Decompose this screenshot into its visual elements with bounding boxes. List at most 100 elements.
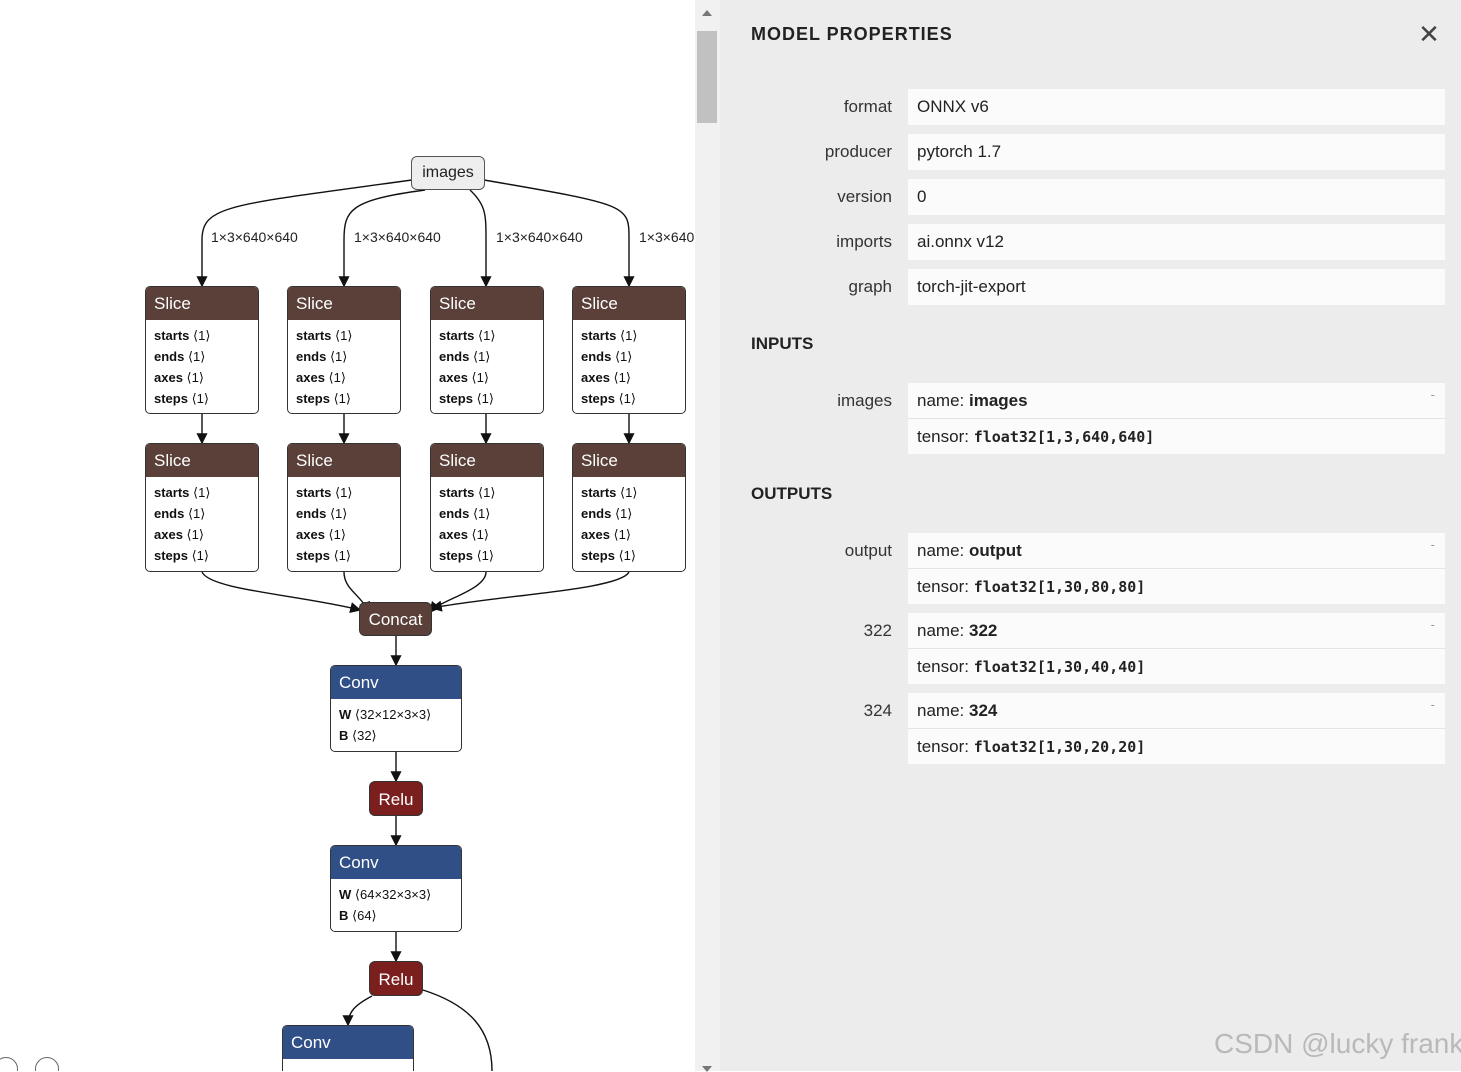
argument-tensor: tensor: float32[1,30,40,40] bbox=[917, 657, 1146, 676]
property-label: producer bbox=[824, 142, 892, 161]
output-argument: name: 322 - tensor: float32[1,30,40,40] bbox=[908, 613, 1445, 684]
node-attribute: axes ⟨1⟩ bbox=[296, 370, 346, 385]
node-attribute: steps ⟨1⟩ bbox=[296, 548, 351, 563]
node-title: Slice bbox=[146, 287, 258, 320]
model-properties-panel: MODEL PROPERTIES ✕ format ONNX v6 produc… bbox=[720, 0, 1461, 1071]
expand-button[interactable]: - bbox=[1430, 697, 1435, 712]
node-attribute: starts ⟨1⟩ bbox=[154, 485, 211, 500]
property-label: format bbox=[843, 97, 892, 116]
slice-node[interactable]: Slice starts ⟨1⟩ ends ⟨1⟩ axes ⟨1⟩ steps… bbox=[145, 286, 259, 414]
node-attribute: axes ⟨1⟩ bbox=[581, 527, 631, 542]
edge bbox=[342, 995, 373, 1027]
node-title: Conv bbox=[283, 1026, 413, 1059]
slice-node[interactable]: Slice starts ⟨1⟩ ends ⟨1⟩ axes ⟨1⟩ steps… bbox=[572, 286, 686, 414]
argument-name: name: 324 bbox=[917, 701, 998, 720]
node-title: Slice bbox=[146, 444, 258, 477]
node-attribute: starts ⟨1⟩ bbox=[581, 328, 638, 343]
node-attribute: steps ⟨1⟩ bbox=[296, 391, 351, 406]
node-title: Slice bbox=[288, 444, 400, 477]
slice-node[interactable]: Slice starts ⟨1⟩ ends ⟨1⟩ axes ⟨1⟩ steps… bbox=[430, 443, 544, 572]
argument-tensor: tensor: float32[1,30,80,80] bbox=[917, 577, 1146, 596]
node-attribute: axes ⟨1⟩ bbox=[296, 527, 346, 542]
node-attribute: axes ⟨1⟩ bbox=[154, 370, 204, 385]
relu-node[interactable]: Relu bbox=[369, 961, 423, 996]
node-title: Conv bbox=[331, 666, 461, 699]
node-attribute: W ⟨32×12×3×3⟩ bbox=[339, 707, 432, 722]
output-argument: name: 324 - tensor: float32[1,30,20,20] bbox=[908, 693, 1445, 764]
edge bbox=[430, 571, 630, 612]
property-value: 0 bbox=[908, 179, 1445, 215]
argument-tensor: tensor: float32[1,3,640,640] bbox=[917, 427, 1155, 446]
outputs-heading: OUTPUTS bbox=[751, 484, 833, 503]
input-argument: name: images - tensor: float32[1,3,640,6… bbox=[908, 383, 1445, 454]
node-attribute: ends ⟨1⟩ bbox=[296, 506, 348, 521]
edge-label: 1×3×640×640 bbox=[354, 229, 441, 245]
edge bbox=[483, 179, 635, 288]
property-label: graph bbox=[848, 277, 892, 296]
property-value: torch-jit-export bbox=[908, 269, 1445, 305]
node-attribute: axes ⟨1⟩ bbox=[581, 370, 631, 385]
slice-node[interactable]: Slice starts ⟨1⟩ ends ⟨1⟩ axes ⟨1⟩ steps… bbox=[430, 286, 544, 414]
node-attribute: starts ⟨1⟩ bbox=[439, 328, 496, 343]
edge-label: 1×3×640×640 bbox=[496, 229, 583, 245]
node-attribute: starts ⟨1⟩ bbox=[581, 485, 638, 500]
node-attribute: ends ⟨1⟩ bbox=[154, 506, 206, 521]
panel-title: MODEL PROPERTIES bbox=[751, 24, 953, 44]
relu-node[interactable]: Relu bbox=[369, 781, 423, 816]
node-title: Slice bbox=[288, 287, 400, 320]
node-attribute: ends ⟨1⟩ bbox=[439, 349, 491, 364]
inputs-heading: INPUTS bbox=[751, 334, 814, 353]
slice-node[interactable]: Slice starts ⟨1⟩ ends ⟨1⟩ axes ⟨1⟩ steps… bbox=[287, 286, 401, 414]
slice-node[interactable]: Slice starts ⟨1⟩ ends ⟨1⟩ axes ⟨1⟩ steps… bbox=[145, 443, 259, 572]
edge-label: 1×3×640×640 bbox=[211, 229, 298, 245]
input-label: images bbox=[837, 391, 892, 410]
expand-button[interactable]: - bbox=[1430, 537, 1435, 552]
property-value: ai.onnx v12 bbox=[908, 224, 1445, 260]
vertical-scrollbar[interactable] bbox=[695, 0, 720, 1072]
slice-node[interactable]: Slice starts ⟨1⟩ ends ⟨1⟩ axes ⟨1⟩ steps… bbox=[572, 443, 686, 572]
node-title: Slice bbox=[573, 444, 685, 477]
argument-name: name: images bbox=[917, 391, 1028, 410]
property-value: ONNX v6 bbox=[908, 89, 1445, 125]
edge bbox=[469, 189, 492, 288]
edge bbox=[196, 179, 413, 288]
node-attribute: steps ⟨1⟩ bbox=[154, 391, 209, 406]
concat-node[interactable]: Concat bbox=[359, 602, 432, 636]
scroll-thumb[interactable] bbox=[697, 31, 717, 123]
node-attribute: ends ⟨1⟩ bbox=[296, 349, 348, 364]
conv-node[interactable]: Conv W ⟨64×32×3×3⟩ B ⟨64⟩ bbox=[330, 845, 462, 932]
conv-node[interactable]: Conv W ⟨32×12×3×3⟩ B ⟨32⟩ bbox=[330, 665, 462, 752]
argument-tensor: tensor: float32[1,30,20,20] bbox=[917, 737, 1146, 756]
node-attribute: B ⟨32⟩ bbox=[339, 728, 377, 743]
expand-button[interactable]: - bbox=[1430, 387, 1435, 402]
node-title: Slice bbox=[573, 287, 685, 320]
node-attribute: W ⟨64×32×3×3⟩ bbox=[339, 887, 432, 902]
scroll-down-icon[interactable] bbox=[702, 1066, 712, 1072]
edge bbox=[422, 989, 493, 1071]
conv-node[interactable]: Conv bbox=[282, 1025, 414, 1071]
watermark: CSDN @lucky frank bbox=[1214, 1028, 1461, 1059]
edge bbox=[201, 571, 362, 614]
graph-canvas[interactable]: images 1×3×640×640 1×3×640×640 1×3×640×6… bbox=[0, 0, 695, 1071]
node-attribute: axes ⟨1⟩ bbox=[439, 527, 489, 542]
property-label: imports bbox=[836, 232, 892, 251]
node-attribute: axes ⟨1⟩ bbox=[439, 370, 489, 385]
slice-node[interactable]: Slice starts ⟨1⟩ ends ⟨1⟩ axes ⟨1⟩ steps… bbox=[287, 443, 401, 572]
output-label: output bbox=[844, 541, 892, 560]
node-title: Conv bbox=[331, 846, 461, 879]
node-attribute: steps ⟨1⟩ bbox=[581, 391, 636, 406]
node-attribute: ends ⟨1⟩ bbox=[581, 506, 633, 521]
edge bbox=[338, 189, 426, 288]
output-label: 322 bbox=[863, 621, 892, 640]
close-icon[interactable]: ✕ bbox=[1418, 19, 1440, 49]
graph-edges bbox=[196, 179, 635, 1071]
node-attribute: starts ⟨1⟩ bbox=[154, 328, 211, 343]
expand-button[interactable]: - bbox=[1430, 617, 1435, 632]
scroll-up-icon[interactable] bbox=[702, 10, 712, 16]
node-attribute: steps ⟨1⟩ bbox=[581, 548, 636, 563]
graph-input-images[interactable]: images bbox=[411, 156, 485, 190]
node-attribute: B ⟨64⟩ bbox=[339, 908, 377, 923]
node-title: Slice bbox=[431, 287, 543, 320]
argument-name: name: 322 bbox=[917, 621, 998, 640]
node-attribute: ends ⟨1⟩ bbox=[581, 349, 633, 364]
